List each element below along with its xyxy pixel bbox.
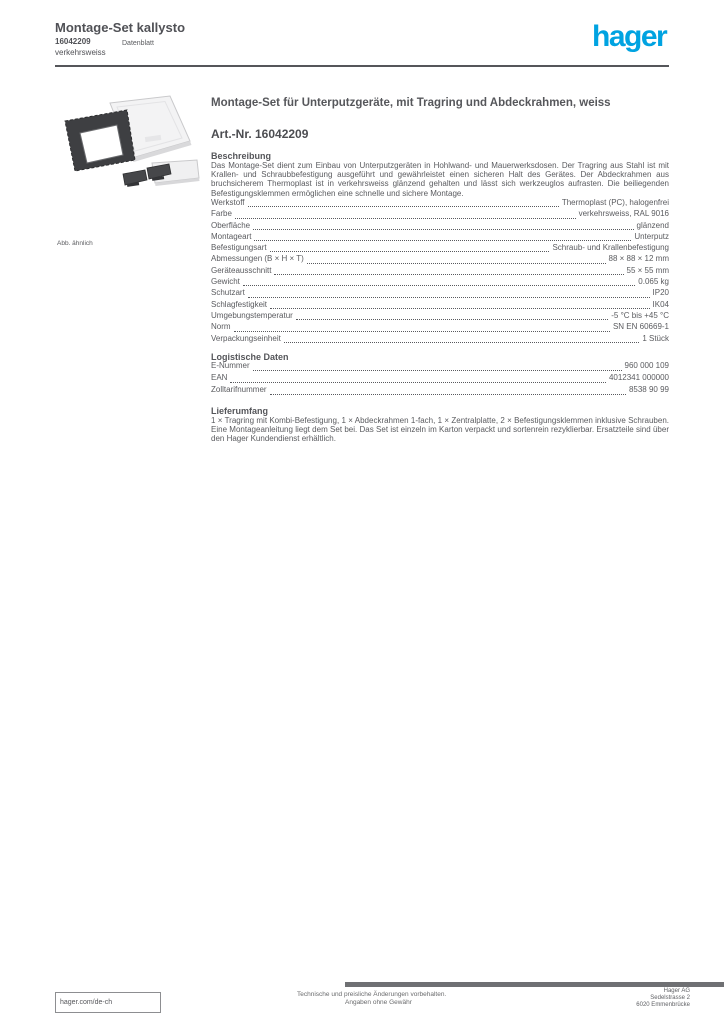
logistics-table: E-Nummer 960 000 109 EAN 4012341 000000 …	[211, 361, 669, 397]
tech-row-value: verkehrsweiss, RAL 9016	[578, 209, 669, 219]
technical-data-table: Werkstoff Thermoplast (PC), halogenfrei …	[211, 198, 669, 345]
tech-row-value: Thermoplast (PC), halogenfrei	[561, 198, 669, 207]
dotted-leader	[269, 251, 550, 253]
tech-row: Norm SN EN 60669-1	[211, 322, 669, 333]
header-variant: verkehrsweiss	[55, 48, 106, 57]
tech-row-label: Gewicht	[211, 277, 240, 287]
article-number: Art.-Nr. 16042209	[211, 127, 309, 141]
tech-row: Schlagfestigkeit IK04	[211, 300, 669, 311]
logistics-row-label: EAN	[211, 373, 228, 382]
dotted-leader	[230, 382, 606, 383]
footer-address-line: 6020 Emmenbrücke	[636, 1002, 690, 1009]
clamp-left	[122, 169, 148, 186]
tech-row-value: 1 Stück	[642, 333, 669, 343]
tech-row-label: Umgebungstemperatur	[211, 310, 293, 320]
website-link[interactable]: hager.com/de-ch	[55, 992, 161, 1013]
footer-disclaimer-line1: Technische und preisliche Änderungen vor…	[297, 991, 447, 998]
tech-row: Befestigungsart Schraub- und Krallenbefe…	[211, 243, 669, 254]
tech-row: Oberfläche glänzend	[211, 221, 669, 232]
clamp-right	[146, 163, 172, 180]
dotted-leader	[269, 394, 626, 395]
tech-row-value: 0.065 kg	[638, 277, 669, 287]
tech-row: Gewicht 0.065 kg	[211, 277, 669, 288]
dotted-leader	[274, 274, 624, 276]
tech-row-label: Schlagfestigkeit	[211, 299, 268, 309]
hager-logo: hager	[592, 20, 668, 53]
tech-row: Werkstoff Thermoplast (PC), halogenfrei	[211, 198, 669, 209]
dotted-leader	[295, 319, 609, 321]
tech-row-value: IP20	[652, 288, 669, 298]
tech-row-value: Unterputz	[634, 231, 669, 241]
header-doc-type: Datenblatt	[122, 40, 154, 47]
tech-row-label: Geräteausschnitt	[211, 265, 272, 275]
tech-row: Geräteausschnitt 55 × 55 mm	[211, 266, 669, 277]
photo-caption: Abb. ähnlich	[57, 240, 93, 247]
tech-row-label: Norm	[211, 322, 231, 332]
dotted-leader	[252, 370, 622, 371]
dotted-leader	[247, 206, 559, 208]
dotted-leader	[234, 217, 576, 219]
tech-row-label: Montageart	[211, 231, 252, 241]
tech-row-label: Verpackungseinheit	[211, 333, 281, 343]
logistics-row-label: Zolltarifnummer	[211, 385, 267, 394]
footer-band	[345, 982, 724, 987]
logistics-row-value: 8538 90 99	[628, 385, 669, 394]
logistics-row-label: E-Nummer	[211, 361, 250, 370]
logistics-row-value: 960 000 109	[624, 361, 670, 370]
tech-row-value: 55 × 55 mm	[626, 265, 669, 275]
header-rule	[55, 65, 669, 67]
dotted-leader	[247, 296, 650, 298]
logistics-row-value: 4012341 000000	[608, 373, 669, 382]
tech-row-value: 88 × 88 × 12 mm	[608, 254, 669, 264]
tech-row: Schutzart IP20	[211, 288, 669, 299]
product-title: Montage-Set für Unterputzgeräte, mit Tra…	[211, 97, 611, 109]
cover-strip-side	[155, 178, 200, 186]
footer-disclaimer: Technische und preisliche Änderungen vor…	[297, 991, 477, 1006]
tech-row-value: IK04	[652, 299, 669, 309]
logistics-row: E-Nummer 960 000 109	[211, 361, 669, 373]
mounting-frame-outer-edge	[64, 109, 136, 172]
dotted-leader	[242, 285, 636, 287]
tech-row-label: Schutzart	[211, 288, 245, 298]
dotted-leader	[270, 307, 650, 309]
header-product-line: Montage-Set kallysto	[55, 20, 186, 35]
logistics-row: EAN 4012341 000000	[211, 373, 669, 385]
tech-row-label: Oberfläche	[211, 220, 251, 230]
tech-row-value: Schraub- und Krallenbefestigung	[552, 243, 669, 253]
tech-row-label: Werkstoff	[211, 198, 245, 207]
footer-address-line: Hager AG	[663, 988, 690, 994]
tech-row: Umgebungstemperatur -5 °C bis +45 °C	[211, 311, 669, 322]
clamp-screw-left	[126, 182, 140, 187]
dotted-leader	[254, 240, 632, 242]
logistics-row: Zolltarifnummer 8538 90 99	[211, 385, 669, 397]
footer-disclaimer-line2: Angaben ohne Gewähr	[345, 998, 412, 1006]
logistics-header: Logistische Daten	[211, 352, 289, 362]
tech-row-value: SN EN 60669-1	[612, 322, 669, 332]
tech-row-value: glänzend	[636, 220, 669, 230]
tech-row: Abmessungen (B × H × T) 88 × 88 × 12 mm	[211, 254, 669, 265]
tech-row: Verpackungseinheit 1 Stück	[211, 334, 669, 345]
description-text: Das Montage-Set dient zum Einbau von Unt…	[211, 161, 669, 198]
header-article-number: 16042209	[55, 37, 91, 46]
cover-plate-label	[144, 134, 162, 143]
clamp-screw-right	[151, 176, 165, 181]
dotted-leader	[306, 262, 606, 264]
tech-row-label: Befestigungsart	[211, 243, 267, 253]
dotted-leader	[253, 228, 634, 230]
tech-row: Montageart Unterputz	[211, 232, 669, 243]
scope-header: Lieferumfang	[211, 406, 269, 416]
scope-text: 1 × Tragring mit Kombi-Befestigung, 1 × …	[211, 416, 669, 444]
tech-row-value: -5 °C bis +45 °C	[611, 310, 669, 320]
tech-row-label: Abmessungen (B × H × T)	[211, 254, 304, 264]
tech-row: Farbe verkehrsweiss, RAL 9016	[211, 209, 669, 220]
dotted-leader	[233, 330, 610, 332]
product-photo	[64, 95, 200, 187]
footer-address: Hager AG Sedelstrasse 2 6020 Emmenbrücke	[636, 988, 690, 1010]
mounting-frame-inner-edge	[79, 124, 124, 164]
footer-address-line: Sedelstrasse 2	[650, 995, 690, 1002]
cover-plate-side	[132, 141, 192, 162]
description-label: Beschreibung	[211, 151, 272, 161]
dotted-leader	[283, 341, 640, 343]
tech-row-label: Farbe	[211, 209, 232, 219]
